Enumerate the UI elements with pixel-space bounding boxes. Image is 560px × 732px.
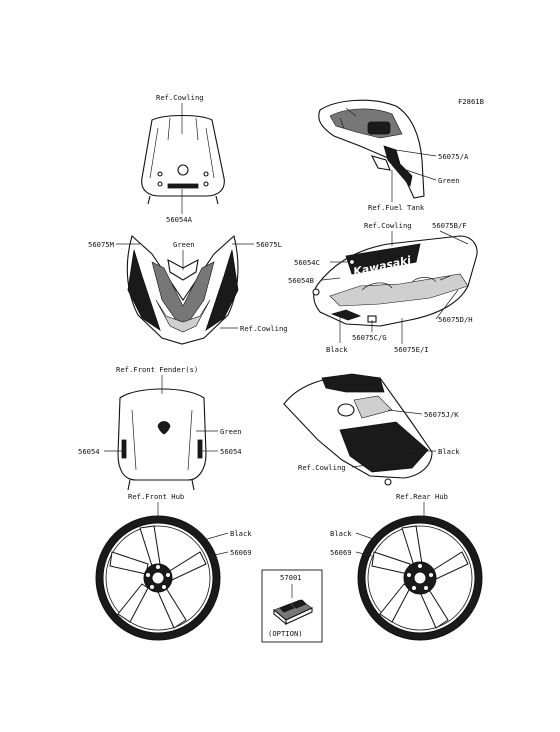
upper-cowl-color-label: Black: [326, 345, 348, 354]
figure-code: F2861B: [458, 97, 484, 106]
lower-cowl-part-label: 56075J/K: [424, 410, 459, 419]
fuel-tank-color-label: Green: [438, 176, 460, 185]
rear-wheel: [357, 515, 483, 641]
windshield-ref-label: Ref.Cowling: [156, 93, 204, 102]
fender-right-label: 56054: [220, 447, 242, 456]
fender-color-label: Green: [220, 427, 242, 436]
upper-cowl-p3-label: 56054B: [288, 276, 314, 285]
upper-cowl-p5-label: 56075C/G: [352, 333, 387, 342]
fender-left-label: 56054: [78, 447, 100, 456]
fuel-tank-ref-label: Ref.Fuel Tank: [368, 203, 425, 212]
side-cowl-upper: Kawasaki: [312, 235, 478, 327]
fender-ref-label: Ref.Front Fender(s): [116, 365, 198, 374]
lower-cowl-color-label: Black: [438, 447, 460, 456]
option-box: 57001 (OPTION): [261, 569, 323, 643]
rear-wheel-part-label: 56069: [330, 548, 352, 557]
front-wheel-part-label: 56069: [230, 548, 252, 557]
option-part-label: 57001: [280, 573, 302, 582]
rear-wheel-ref-label: Ref.Rear Hub: [396, 492, 448, 501]
front-wheel-color-label: Black: [230, 529, 252, 538]
lower-cowl-ref-label: Ref.Cowling: [298, 463, 346, 472]
front-fender: [117, 388, 207, 491]
front-cowl-right-label: 56075L: [256, 240, 282, 249]
option-kit-icon: [273, 599, 313, 626]
rear-wheel-color-label: Black: [330, 529, 352, 538]
front-cowl-left-label: 56075M: [88, 240, 115, 249]
upper-cowl-p4-label: 56075D/H: [438, 315, 473, 324]
windshield-decal: [167, 183, 199, 189]
fuel-tank-part-label: 56075/A: [438, 152, 469, 161]
upper-cowl-ref-label: Ref.Cowling: [364, 221, 412, 230]
upper-cowl-p2-label: 56054C: [294, 258, 320, 267]
front-cowl: [126, 234, 239, 345]
front-wheel-ref-label: Ref.Front Hub: [128, 492, 184, 501]
front-wheel: [95, 515, 221, 641]
front-cowl-ref-label: Ref.Cowling: [240, 324, 288, 333]
side-cowl-lower: [283, 373, 433, 486]
windshield-part-label: 56054A: [166, 215, 193, 224]
option-label: (OPTION): [268, 629, 303, 638]
front-cowl-color-label: Green: [173, 240, 195, 249]
fuel-tank: [318, 99, 425, 199]
upper-cowl-p6-label: 56075E/I: [394, 345, 429, 354]
windshield: [141, 114, 225, 205]
upper-cowl-p1-label: 56075B/F: [432, 221, 467, 230]
